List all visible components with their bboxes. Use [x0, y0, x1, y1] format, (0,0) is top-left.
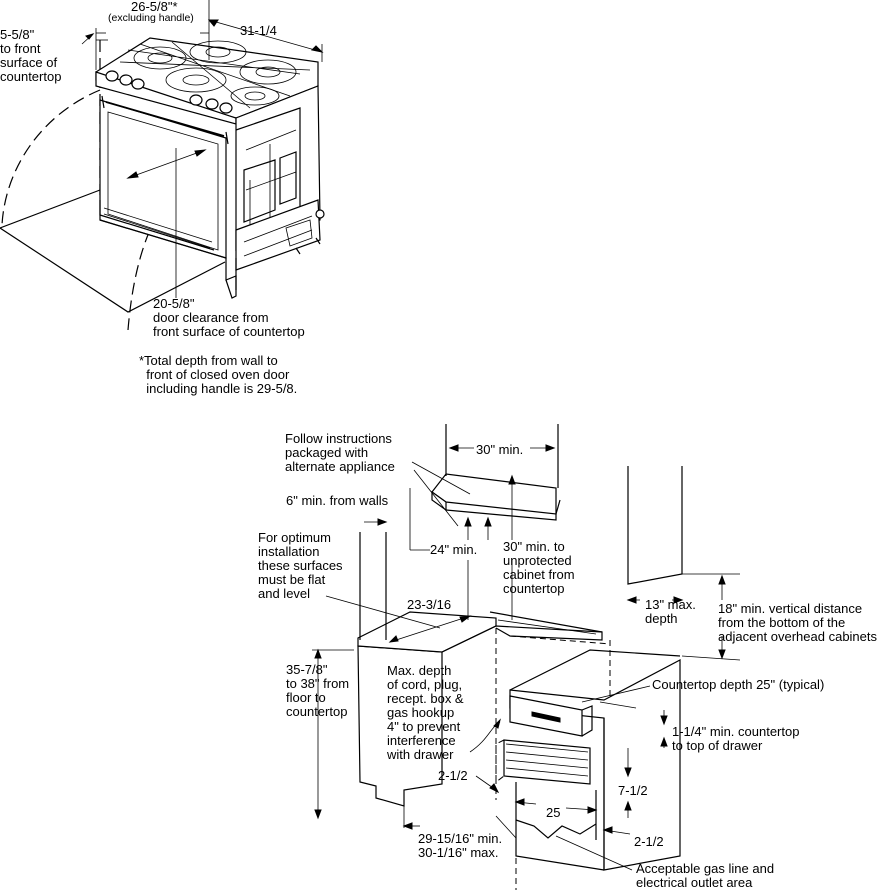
wall-clearance-label: 6" min. from walls: [286, 493, 389, 508]
front-offset-label: 5-5/8" to front surface of countertop: [0, 27, 62, 84]
hood-height-min-label: 24" min.: [430, 542, 478, 557]
max-depth-cord-label: Max. depth of cord, plug, recept. box & …: [387, 663, 464, 762]
side-clearance-right-label: 2-1/2: [634, 834, 664, 849]
gas-line-area-label: Acceptable gas line and electrical outle…: [636, 861, 775, 890]
total-depth-note: *Total depth from wall to front of close…: [139, 353, 298, 396]
width-dimension-note: (excluding handle): [108, 12, 194, 24]
drawer-clearance-label: 1-1/4" min. countertop to top of drawer: [672, 724, 800, 753]
side-clearance-left-label: 2-1/2: [438, 768, 468, 783]
countertop-depth-label: Countertop depth 25" (typical): [652, 677, 825, 692]
follow-instructions-label: Follow instructions packaged with altern…: [285, 431, 395, 474]
cabinet-depth-label: 13" max. depth: [645, 597, 696, 626]
hood-width-label: 30" min.: [476, 442, 524, 457]
height-7-1-2-label: 7-1/2: [618, 783, 648, 798]
cutout-depth-label: 23-3/16: [407, 597, 452, 612]
countertop-height-label: 35-7/8" to 38" from floor to countertop: [286, 662, 350, 719]
installation-illustration: [312, 424, 741, 890]
range-illustration: [0, 0, 325, 331]
flat-surfaces-label: For optimum installation these surfaces …: [258, 530, 343, 601]
hood-height-unprotected-label: 30" min. to unprotected cabinet from cou…: [503, 539, 575, 596]
vertical-distance-label: 18" min. vertical distance from the bott…: [718, 601, 878, 644]
door-clearance-label: 20-5/8" door clearance from front surfac…: [153, 296, 305, 339]
width-25-label: 25: [546, 805, 561, 820]
cutout-width-label: 29-15/16" min. 30-1/16" max.: [418, 831, 503, 860]
width-dimension-label: 26-5/8"*: [131, 0, 178, 14]
depth-dimension-label: 31-1/4: [240, 23, 277, 38]
